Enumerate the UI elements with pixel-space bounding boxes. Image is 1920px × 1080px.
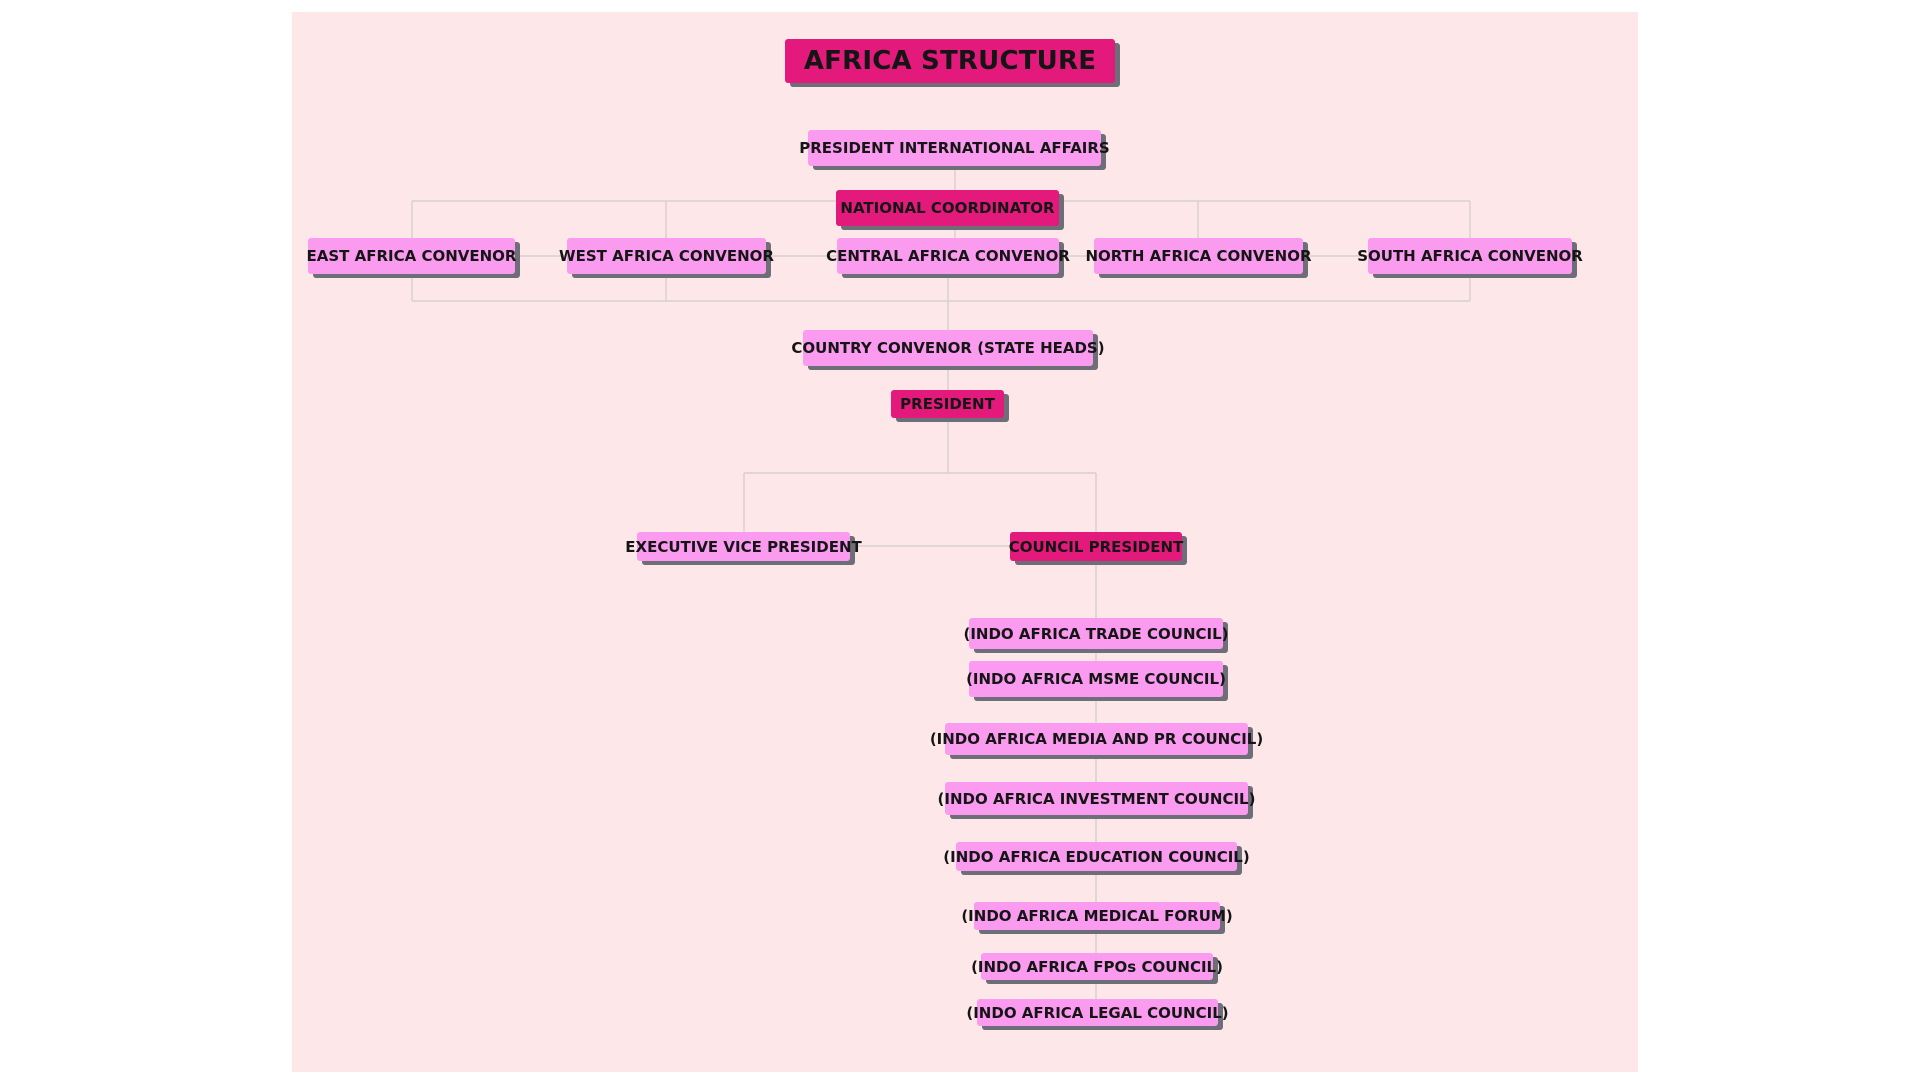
council-node-fpos[interactable]: (INDO AFRICA FPOs COUNCIL) <box>971 953 1223 980</box>
title-node[interactable]: AFRICA STRUCTURE <box>785 39 1115 83</box>
executive-vice-president-node[interactable]: EXECUTIVE VICE PRESIDENT <box>625 532 862 561</box>
council-node-media-pr[interactable]: (INDO AFRICA MEDIA AND PR COUNCIL) <box>930 723 1263 755</box>
council-node-investment[interactable]: (INDO AFRICA INVESTMENT COUNCIL) <box>938 782 1255 815</box>
council-node-legal[interactable]: (INDO AFRICA LEGAL COUNCIL) <box>966 999 1229 1026</box>
president-node[interactable]: PRESIDENT <box>891 390 1004 418</box>
node-label: (INDO AFRICA MEDIA AND PR COUNCIL) <box>929 730 1264 748</box>
node-label: NORTH AFRICA CONVENOR <box>1085 247 1312 265</box>
node-label: NATIONAL COORDINATOR <box>840 199 1055 217</box>
south-africa-convenor-node[interactable]: SOUTH AFRICA CONVENOR <box>1357 238 1583 274</box>
node-label: PRESIDENT INTERNATIONAL AFFAIRS <box>799 139 1110 157</box>
north-africa-convenor-node[interactable]: NORTH AFRICA CONVENOR <box>1085 238 1312 274</box>
diagram-canvas <box>292 12 1638 1072</box>
node-label: (INDO AFRICA EDUCATION COUNCIL) <box>943 847 1250 866</box>
node-label: (INDO AFRICA FPOs COUNCIL) <box>971 957 1223 976</box>
president-international-affairs-node[interactable]: PRESIDENT INTERNATIONAL AFFAIRS <box>799 130 1110 166</box>
title-label: AFRICA STRUCTURE <box>803 46 1097 76</box>
node-label: EXECUTIVE VICE PRESIDENT <box>625 537 862 556</box>
node-label: COUNCIL PRESIDENT <box>1008 537 1184 556</box>
central-africa-convenor-node[interactable]: CENTRAL AFRICA CONVENOR <box>826 238 1070 274</box>
node-label: SOUTH AFRICA CONVENOR <box>1357 247 1583 265</box>
node-label: COUNTRY CONVENOR (STATE HEADS) <box>791 339 1105 357</box>
council-node-trade[interactable]: (INDO AFRICA TRADE COUNCIL) <box>963 618 1229 649</box>
node-label: EAST AFRICA CONVENOR <box>306 247 517 265</box>
council-node-education[interactable]: (INDO AFRICA EDUCATION COUNCIL) <box>943 842 1250 871</box>
node-label: (INDO AFRICA MSME COUNCIL) <box>966 670 1226 688</box>
council-president-node[interactable]: COUNCIL PRESIDENT <box>1008 532 1184 561</box>
national-coordinator-node[interactable]: NATIONAL COORDINATOR <box>836 190 1059 226</box>
node-label: (INDO AFRICA INVESTMENT COUNCIL) <box>937 789 1256 808</box>
council-node-medical[interactable]: (INDO AFRICA MEDICAL FORUM) <box>961 902 1233 930</box>
node-label: WEST AFRICA CONVENOR <box>559 247 774 265</box>
node-label: (INDO AFRICA LEGAL COUNCIL) <box>966 1003 1229 1022</box>
west-africa-convenor-node[interactable]: WEST AFRICA CONVENOR <box>559 238 774 274</box>
east-africa-convenor-node[interactable]: EAST AFRICA CONVENOR <box>306 238 517 274</box>
node-label: (INDO AFRICA MEDICAL FORUM) <box>961 907 1233 925</box>
node-label: PRESIDENT <box>900 395 995 413</box>
country-convenor-node[interactable]: COUNTRY CONVENOR (STATE HEADS) <box>791 330 1105 366</box>
node-label: CENTRAL AFRICA CONVENOR <box>826 247 1070 265</box>
council-node-msme[interactable]: (INDO AFRICA MSME COUNCIL) <box>966 661 1226 697</box>
node-label: (INDO AFRICA TRADE COUNCIL) <box>963 624 1229 643</box>
